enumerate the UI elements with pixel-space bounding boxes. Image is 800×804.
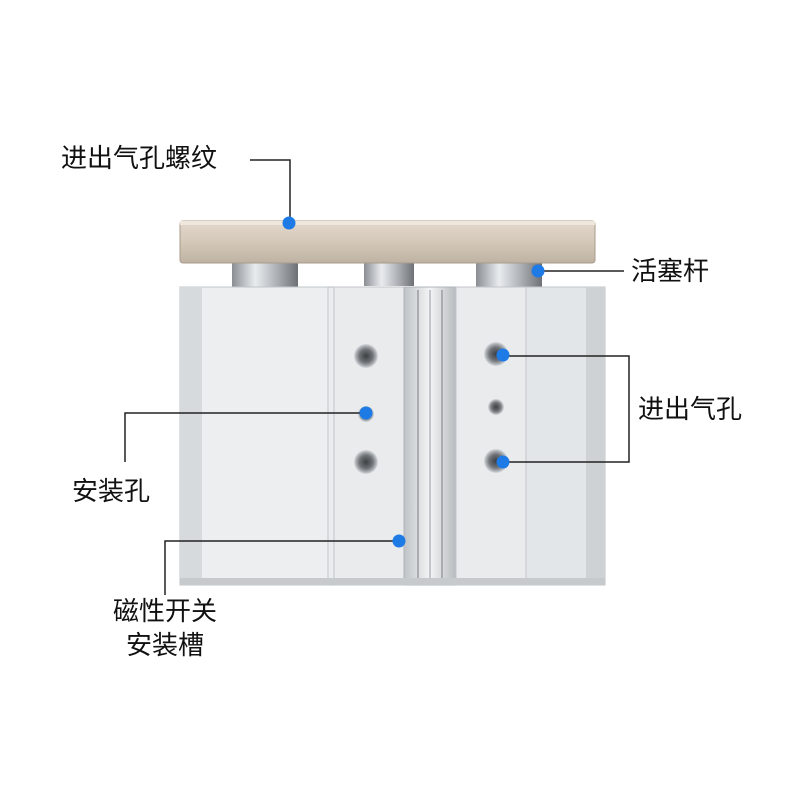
callout-line-mounting-holes: [124, 412, 366, 462]
callout-dots: [282, 216, 545, 548]
callout-line-switch-slot: [164, 540, 400, 595]
label-switch-slot: 磁性开关 安装槽: [96, 595, 234, 663]
port-hole-left-top: [354, 344, 378, 368]
label-air-ports: 进出气孔: [638, 395, 743, 425]
label-mounting-holes: 安装孔: [72, 477, 151, 507]
port-hole-left-bottom: [354, 450, 378, 474]
mount-hole-right: [488, 399, 504, 415]
callout-line-port-thread: [250, 159, 291, 222]
callout-lines: [124, 159, 630, 595]
callout-dot: [531, 264, 545, 278]
label-switch-slot-line2: 安装槽: [125, 631, 204, 661]
callout-dot: [359, 406, 373, 420]
callout-dot: [496, 348, 510, 362]
callout-dot: [282, 216, 296, 230]
cylinder-body: [179, 286, 606, 586]
piston-rod-center: [364, 260, 414, 286]
piston-rods: [232, 260, 542, 290]
label-switch-slot-line1: 磁性开关: [112, 597, 217, 627]
label-piston-rod: 活塞杆: [631, 257, 710, 287]
piston-rod-right: [476, 260, 542, 290]
top-plate: [179, 220, 596, 264]
callout-dot: [496, 455, 510, 469]
label-port-thread: 进出气孔螺纹: [61, 144, 218, 174]
callout-line-air-ports: [504, 355, 630, 463]
piston-rod-left: [232, 260, 298, 290]
callout-dot: [392, 534, 406, 548]
